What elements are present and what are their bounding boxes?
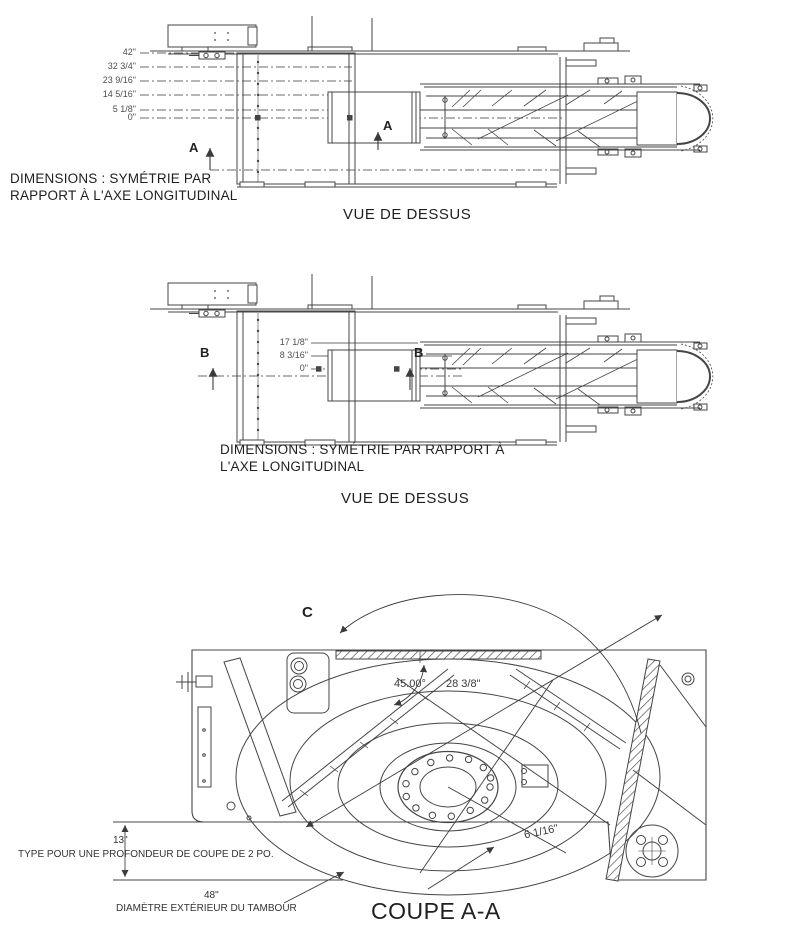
section-letter-b: B	[200, 345, 210, 360]
dim-label: 14 5/16"	[102, 89, 136, 99]
dim-label: 32 3/4"	[107, 61, 136, 71]
symmetry-note-line2: L'AXE LONGITUDINAL	[220, 459, 365, 474]
symmetry-note-line1: DIMENSIONS : SYMÉTRIE PAR RAPPORT À	[220, 442, 505, 457]
view-caption: VUE DE DESSUS	[343, 206, 472, 223]
drum-diameter-note: DIAMÈTRE EXTÉRIEUR DU TAMBOUR	[116, 903, 297, 914]
section-letter-b: B	[414, 345, 424, 360]
section-caption: COUPE A-A	[371, 898, 501, 924]
top-view-1-drawing	[140, 15, 714, 188]
depth-dimension: 13"	[113, 835, 128, 846]
top-view-2-drawing	[149, 273, 714, 446]
symmetry-note-line1: DIMENSIONS : SYMÉTRIE PAR	[10, 171, 212, 186]
dim-label: 5 1/8"	[112, 104, 136, 114]
dim-label: 0"	[299, 363, 308, 373]
cut-plate-hatch	[335, 650, 542, 660]
dim-label: 17 1/8"	[279, 337, 308, 347]
view-caption: VUE DE DESSUS	[341, 490, 470, 507]
section-aa-drawing	[113, 594, 707, 904]
dim-label: 23 9/16"	[102, 75, 136, 85]
section-letter-a: A	[189, 140, 199, 155]
drum-diameter-dimension: 48"	[204, 890, 219, 901]
dim-label: 42"	[122, 47, 136, 57]
section-letter-a: A	[383, 118, 393, 133]
angle-dimension: 45.00°	[394, 678, 426, 690]
symmetry-note-line2: RAPPORT À L'AXE LONGITUDINAL	[10, 188, 238, 203]
dim-label: 8 3/16"	[279, 350, 308, 360]
diagonal-dimension: 28 3/8"	[446, 678, 481, 690]
rotation-letter-c: C	[302, 604, 313, 621]
dim-label: 0"	[127, 112, 136, 122]
depth-note: TYPE POUR UNE PROFONDEUR DE COUPE DE 2 P…	[18, 849, 274, 860]
